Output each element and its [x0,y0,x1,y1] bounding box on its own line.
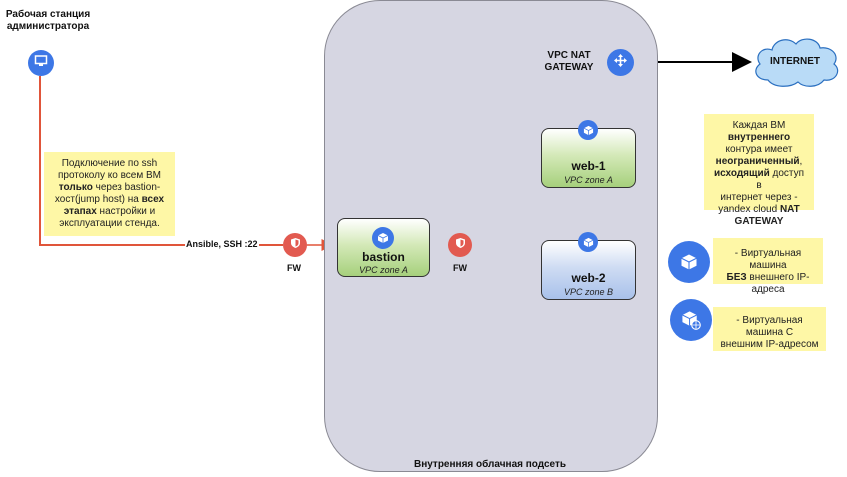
shield-icon [290,236,301,254]
subnet-label: Внутренняя облачная подсеть [413,459,567,470]
shield-icon [455,236,466,254]
nat-gateway-label: VPC NAT GATEWAY [544,50,594,73]
firewall-2-node[interactable] [448,233,472,257]
vm-internal-icon [578,120,598,140]
nat-access-note: Каждая ВМ внутреннего контура имеет неог… [704,114,814,227]
legend-internal-vm-icon [668,241,710,283]
web-2-vm[interactable]: web-2 VPC zone B [541,232,636,300]
nat-gateway-node[interactable] [607,49,634,76]
legend-internal-note: - Виртуальная машина БЕЗ внешнего IP-адр… [713,238,823,295]
move-arrows-icon [613,53,628,73]
internet-cloud[interactable] [748,34,842,90]
web-1-vm[interactable]: web-1 VPC zone A [541,120,636,188]
admin-workstation-node[interactable] [28,50,54,76]
monitor-icon [34,54,48,73]
ssh-access-note: Подключение по ssh протоколу ко всем ВМ … [44,152,175,236]
vm-internal-icon [372,227,394,249]
web-1-zone: VPC zone A [564,175,613,185]
bastion-name: bastion [362,250,405,264]
legend-external-vm-icon [670,299,712,341]
internet-label: INTERNET [770,56,820,67]
bastion-zone: VPC zone A [359,265,408,275]
vm-internal-icon [578,232,598,252]
ssh-port-label: Ansible, SSH :22 [185,239,259,249]
web-2-zone: VPC zone B [563,287,614,297]
web-1-name: web-1 [571,159,606,173]
web-2-name: web-2 [571,271,606,285]
firewall-2-label: FW [453,263,467,273]
firewall-1-label: FW [287,263,301,273]
legend-external-note: - Виртуальная машина С внешним IP-адресо… [713,307,826,351]
admin-title: Рабочая станция администратора [5,9,91,32]
bastion-vm[interactable]: bastion VPC zone A [337,218,430,277]
firewall-1-node[interactable] [283,233,307,257]
